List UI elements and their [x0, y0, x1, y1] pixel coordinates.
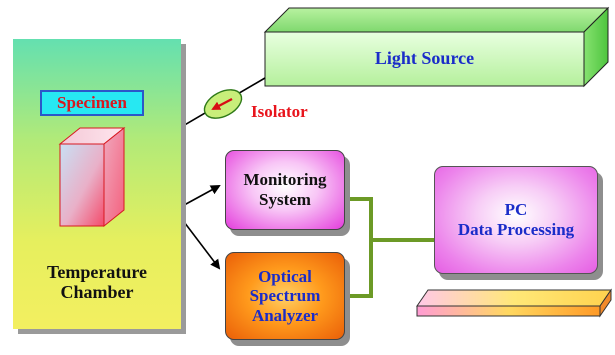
keyboard-slab — [416, 288, 612, 318]
pc-label-line1: PC — [504, 200, 528, 220]
osa-label-line2: Spectrum — [249, 286, 321, 306]
osa-label-line1: Optical — [258, 266, 312, 286]
chamber-label-line1: Temperature — [47, 262, 147, 282]
light-source-block — [263, 6, 610, 88]
isolator-label: Isolator — [251, 102, 308, 121]
monitor-label-line1: Monitoring — [243, 170, 327, 190]
light-source-label: Light Source — [374, 48, 475, 68]
specimen-label: Specimen — [40, 90, 144, 116]
pc-label-line2: Data Processing — [457, 220, 575, 239]
monitor-label-line2: System — [259, 190, 311, 209]
osa-label-line3: Analyzer — [251, 305, 319, 325]
chamber-label-line2: Chamber — [60, 282, 134, 303]
pc-connector — [345, 197, 434, 298]
isolator-component — [203, 89, 243, 119]
monitoring-system-box: Monitoring System — [225, 150, 345, 230]
optical-spectrum-analyzer-box: Optical Spectrum Analyzer — [225, 252, 345, 340]
chamber-label: Temperature Chamber — [13, 262, 181, 302]
pc-data-processing-box: PC Data Processing — [434, 166, 598, 274]
